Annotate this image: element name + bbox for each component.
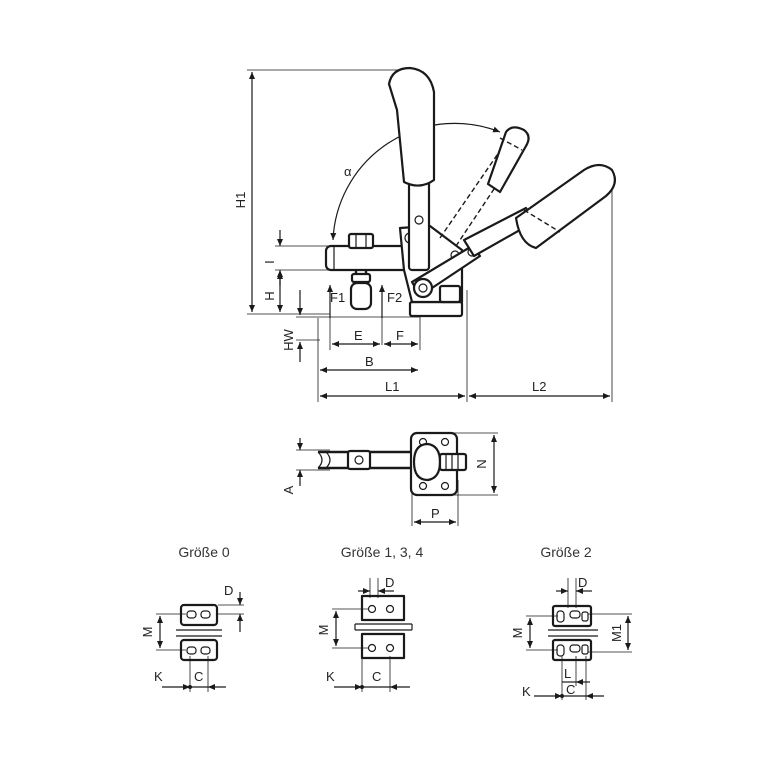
size-134-title: Größe 1, 3, 4 (341, 544, 424, 560)
size-2-label-m: M (510, 628, 525, 639)
size-0-label-d: D (224, 583, 233, 598)
size-134-detail: Größe 1, 3, 4 D M K C (316, 544, 423, 692)
label-h: H (262, 291, 277, 300)
size-0-label-k: K (154, 669, 163, 684)
size-0-label-m: M (140, 627, 155, 638)
size-134-label-m: M (316, 625, 331, 636)
size-2-label-l: L (564, 666, 571, 681)
side-view-labels: H1 α I H HW F1 F2 E F B L1 L2 (233, 164, 546, 394)
label-b: B (365, 354, 374, 369)
label-f1: F1 (330, 290, 345, 305)
label-n: N (474, 459, 489, 468)
top-view (296, 431, 498, 526)
size-2-label-c: C (566, 682, 575, 697)
size-2-label-m1: M1 (609, 624, 624, 642)
size-134-label-k: K (326, 669, 335, 684)
size-0-detail: Größe 0 D M K C (140, 544, 244, 692)
size-2-detail: Größe 2 D M M1 (510, 544, 632, 700)
size-0-label-c: C (194, 669, 203, 684)
label-alpha: α (344, 164, 352, 179)
label-hw: HW (281, 328, 296, 350)
size-134-label-d: D (385, 575, 394, 590)
label-l1: L1 (385, 379, 399, 394)
label-i: I (262, 260, 277, 264)
size-2-label-d: D (578, 575, 587, 590)
top-view-labels: A N P (281, 459, 489, 521)
label-l2: L2 (532, 379, 546, 394)
size-2-title: Größe 2 (540, 544, 592, 560)
label-f2: F2 (387, 290, 402, 305)
size-2-label-k: K (522, 684, 531, 699)
label-h1: H1 (233, 192, 248, 209)
size-134-label-c: C (372, 669, 381, 684)
label-a: A (281, 485, 296, 494)
label-e: E (354, 328, 363, 343)
side-view (247, 66, 617, 402)
size-0-title: Größe 0 (178, 544, 230, 560)
label-p: P (431, 506, 440, 521)
label-f: F (396, 328, 404, 343)
